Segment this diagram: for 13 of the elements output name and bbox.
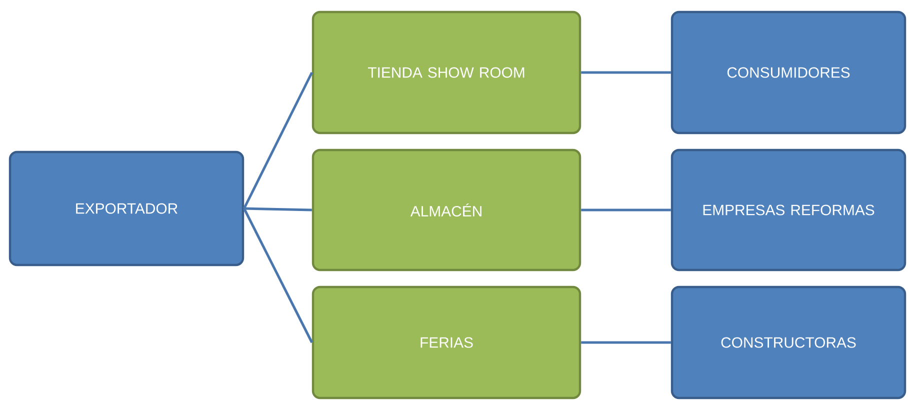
connector-line	[581, 208, 671, 212]
process-box: TIENDA SHOW ROOM	[312, 10, 582, 134]
rounded-box: EMPRESAS REFORMAS	[670, 148, 906, 272]
connector-line	[244, 207, 312, 212]
rounded-box: CONSTRUCTORAS	[670, 286, 906, 400]
rounded-box: EXPORTADOR	[8, 150, 244, 266]
connector-line	[581, 71, 671, 74]
rounded-box: CONSUMIDORES	[670, 10, 906, 134]
process-box: ALMACÉN	[312, 148, 582, 272]
connector-line	[243, 208, 314, 344]
connector-line	[242, 72, 314, 210]
connector-line	[581, 341, 671, 344]
process-box: FERIAS	[312, 286, 582, 400]
